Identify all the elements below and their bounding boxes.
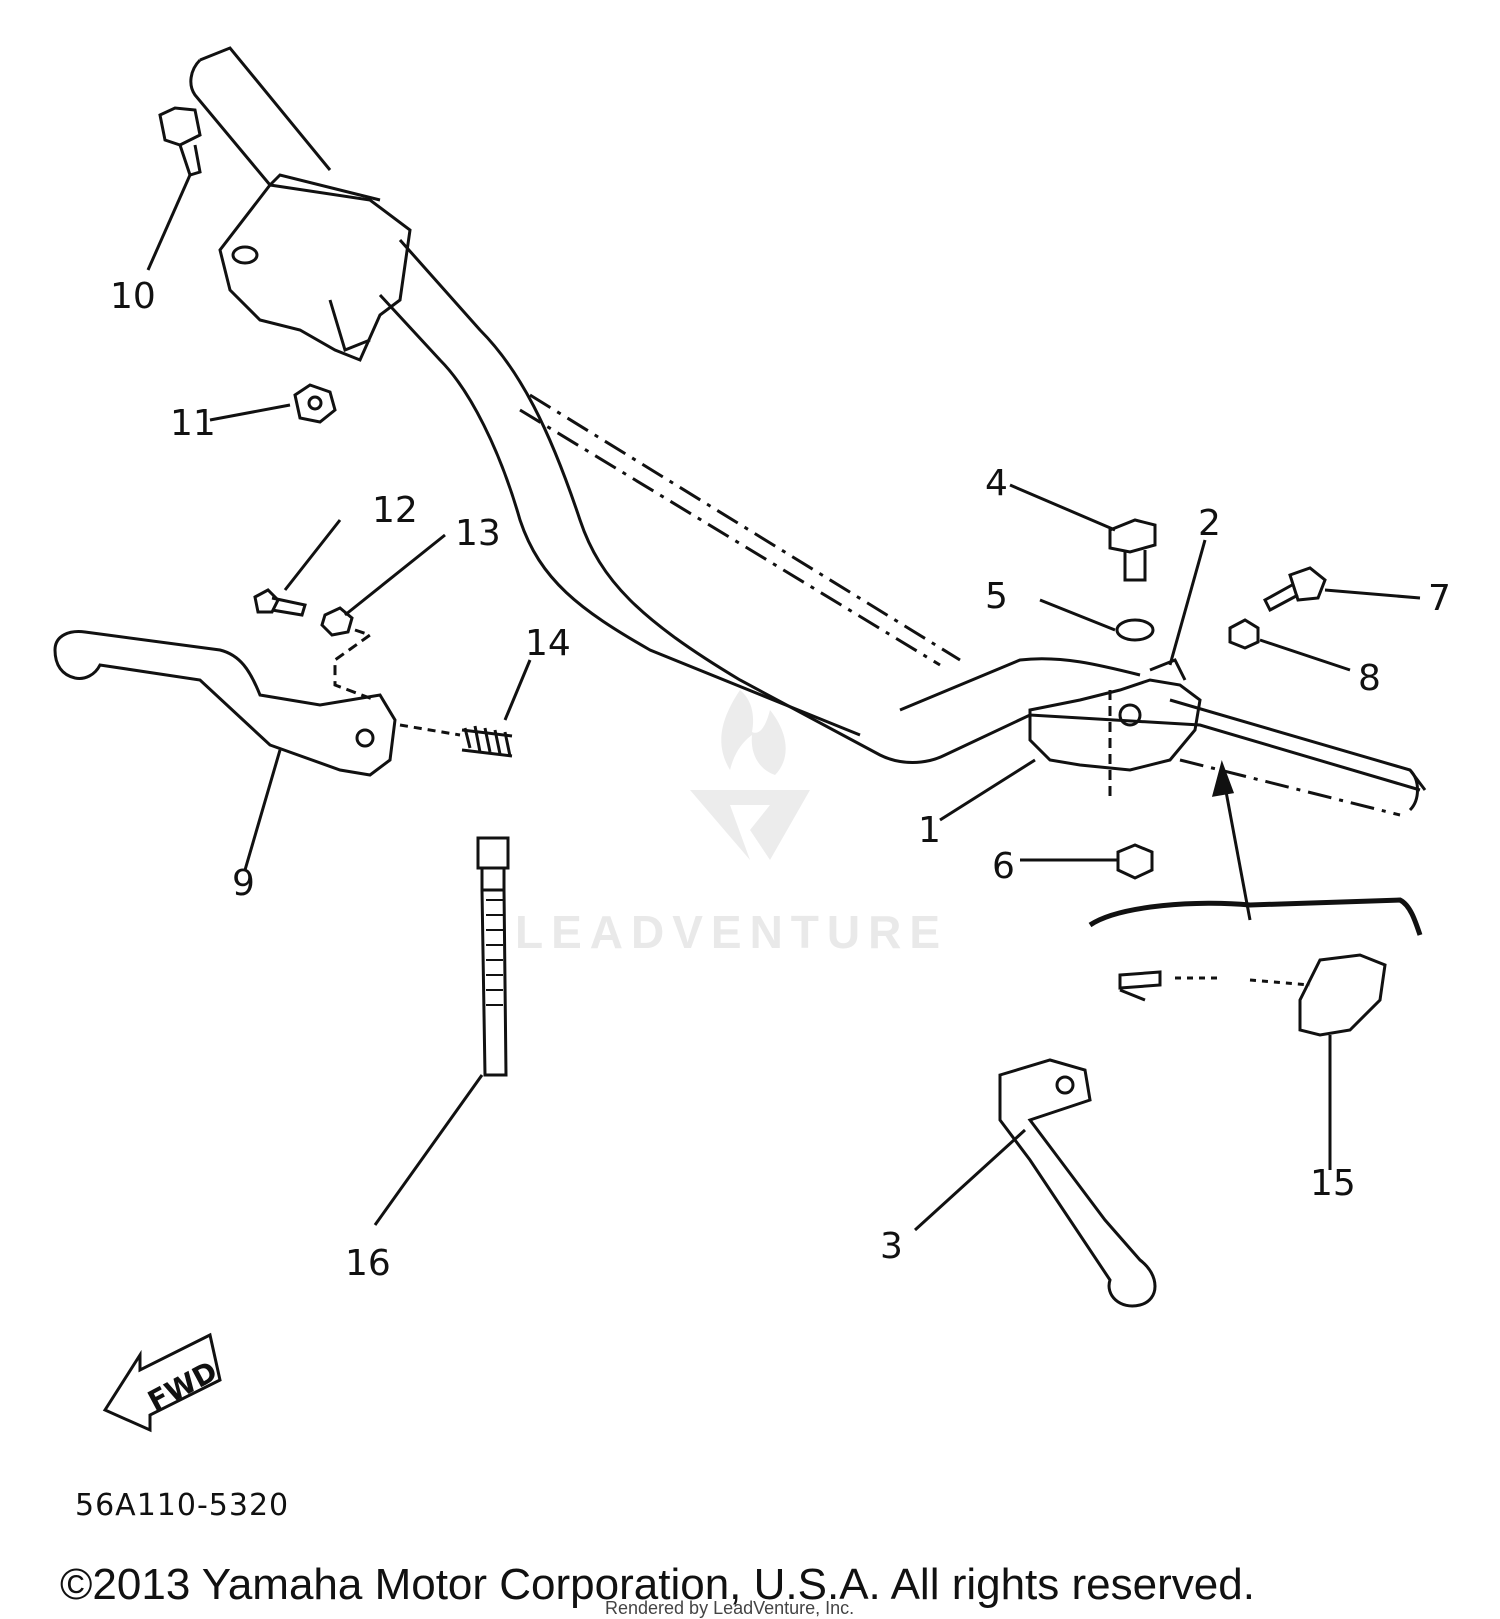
nut-13 — [320, 606, 376, 702]
callout-11: 11 — [170, 403, 216, 444]
callout-14: 14 — [525, 623, 571, 664]
switch-15 — [1088, 897, 1423, 1037]
handlebar — [189, 46, 1427, 817]
callout-8: 8 — [1358, 658, 1381, 699]
callout-4: 4 — [985, 463, 1008, 504]
lever-holder-assembly — [1028, 658, 1202, 772]
callout-12: 12 — [372, 490, 418, 531]
lever-3 — [998, 1058, 1157, 1308]
callout-13: 13 — [455, 513, 501, 554]
nut-6 — [1116, 843, 1154, 880]
copyright-notice: ©2013 Yamaha Motor Corporation, U.S.A. A… — [60, 1560, 1255, 1609]
lever-9 — [53, 630, 397, 777]
washer-5 — [1115, 618, 1155, 642]
spring-14 — [399, 723, 513, 758]
bolt-7 — [1263, 566, 1327, 613]
master-cylinder — [218, 173, 412, 362]
callout-10: 10 — [110, 276, 156, 317]
callout-15: 15 — [1310, 1163, 1356, 1204]
callout-6: 6 — [992, 846, 1015, 887]
indicator-arrow — [1211, 760, 1252, 921]
bolt-12 — [253, 588, 307, 617]
nut-11 — [293, 383, 337, 424]
callout-7: 7 — [1428, 578, 1451, 619]
callout-3: 3 — [880, 1226, 903, 1267]
part-code: 56A110-5320 — [75, 1488, 290, 1523]
callout-9: 9 — [232, 863, 255, 904]
leader-lines — [146, 174, 1421, 1232]
cable-tie-16 — [476, 836, 510, 1077]
callout-16: 16 — [345, 1243, 391, 1284]
watermark-brand: LEADVENTURE — [515, 906, 949, 958]
nut-8 — [1228, 618, 1260, 650]
callout-1: 1 — [918, 810, 941, 851]
rendered-by-notice: Rendered by LeadVenture, Inc. — [605, 1598, 855, 1618]
bolt-4 — [1108, 518, 1157, 582]
callout-labels: 1 2 3 4 5 6 7 8 9 10 11 12 13 14 15 16 — [110, 276, 1451, 1284]
callout-2: 2 — [1198, 503, 1221, 544]
bolt-10 — [158, 106, 202, 177]
callout-5: 5 — [985, 576, 1008, 617]
leadventure-logo-watermark — [690, 690, 810, 860]
fwd-arrow: FWD — [102, 1332, 223, 1433]
